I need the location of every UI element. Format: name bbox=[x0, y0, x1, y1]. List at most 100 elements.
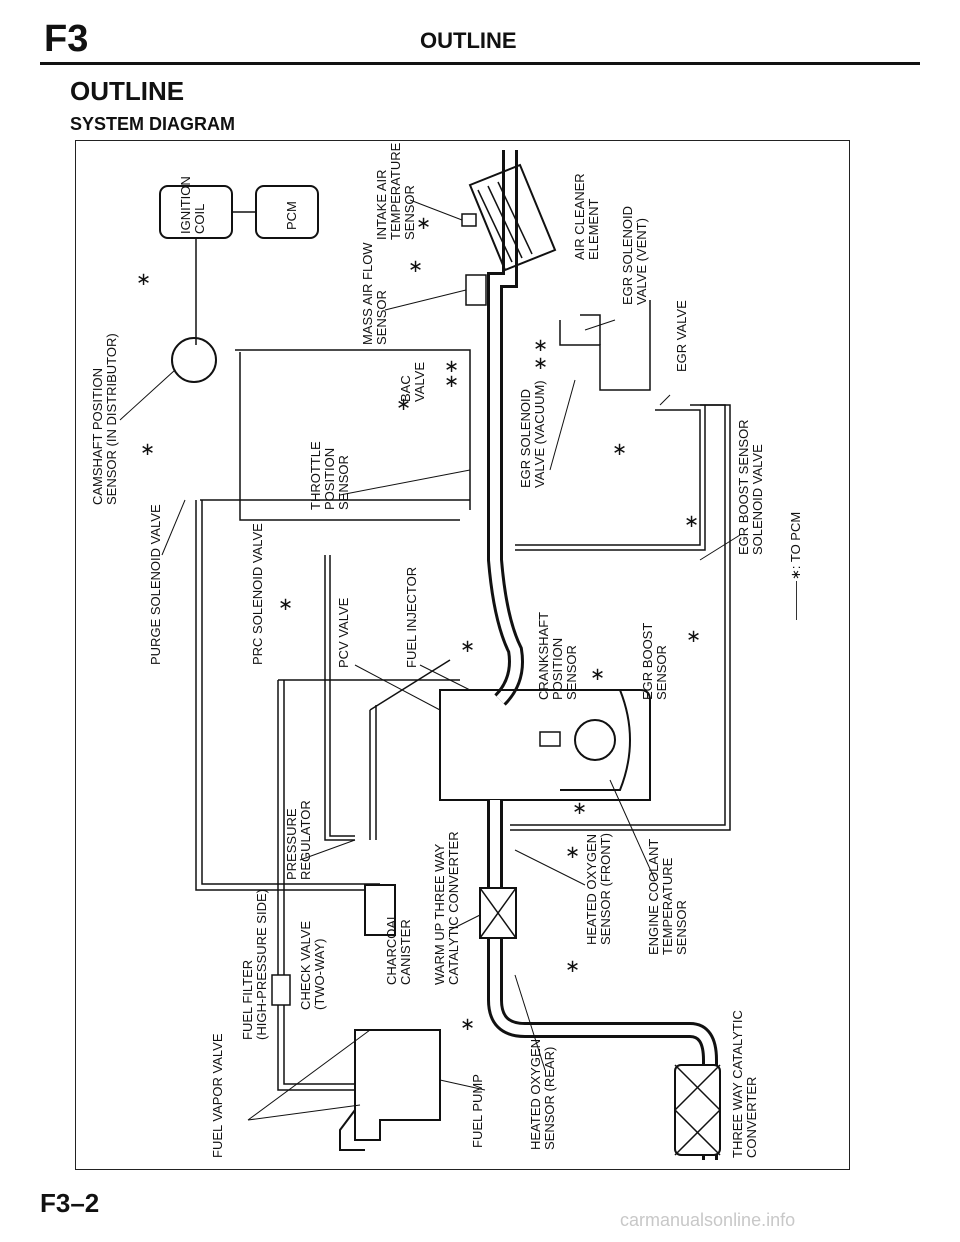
svg-text:∗: ∗ bbox=[533, 335, 548, 355]
svg-text:CRANKSHAFT: CRANKSHAFT bbox=[536, 612, 551, 700]
label-mass-air-flow-sensor: MASS AIR FLOW SENSOR bbox=[360, 242, 389, 345]
svg-text:SOLENOID VALVE: SOLENOID VALVE bbox=[750, 444, 765, 555]
svg-text:SENSOR (REAR): SENSOR (REAR) bbox=[542, 1047, 557, 1150]
fuel-filter-body bbox=[271, 974, 291, 1006]
svg-text:REGULATOR: REGULATOR bbox=[298, 800, 313, 880]
svg-text:———: ——— bbox=[788, 581, 803, 620]
header-rule bbox=[40, 62, 920, 65]
label-pressure-regulator: PRESSURE REGULATOR bbox=[284, 800, 313, 880]
label-heated-oxygen-sensor-rear: HEATED OXYGEN SENSOR (REAR) bbox=[528, 1039, 557, 1150]
svg-text:TEMPERATURE: TEMPERATURE bbox=[388, 142, 403, 240]
svg-text:FUEL VAPOR VALVE: FUEL VAPOR VALVE bbox=[210, 1033, 225, 1158]
svg-text:SENSOR (IN DISTRIBUTOR): SENSOR (IN DISTRIBUTOR) bbox=[104, 333, 119, 505]
fuel-tank bbox=[354, 1029, 441, 1141]
svg-text:∗: ∗ bbox=[460, 636, 475, 656]
svg-text:VALVE: VALVE bbox=[412, 362, 427, 402]
svg-text:INTAKE AIR: INTAKE AIR bbox=[374, 169, 389, 240]
ignition-coil-label: IGNITION COIL bbox=[178, 176, 207, 234]
header-title: OUTLINE bbox=[420, 28, 517, 53]
svg-text:POSITION: POSITION bbox=[322, 448, 337, 510]
svg-text:VALVE (VENT): VALVE (VENT) bbox=[634, 218, 649, 305]
label-three-way-catalytic-converter: THREE WAY CATALYTIC CONVERTER bbox=[730, 1010, 759, 1158]
svg-text:CAMSHAFT POSITION: CAMSHAFT POSITION bbox=[90, 368, 105, 505]
svg-text:HEATED OXYGEN: HEATED OXYGEN bbox=[584, 834, 599, 945]
svg-text:SENSOR: SENSOR bbox=[374, 290, 389, 345]
svg-text:CHECK VALVE: CHECK VALVE bbox=[298, 921, 313, 1010]
svg-text:PRESSURE: PRESSURE bbox=[284, 808, 299, 880]
svg-text:∗: ∗ bbox=[565, 842, 580, 862]
svg-text:ELEMENT: ELEMENT bbox=[586, 199, 601, 260]
section-code: F3 bbox=[44, 18, 89, 60]
svg-text:∗: ∗ bbox=[444, 371, 459, 391]
svg-text:PCV VALVE: PCV VALVE bbox=[336, 597, 351, 668]
svg-text:BAC: BAC bbox=[398, 375, 413, 402]
engine-block bbox=[439, 689, 651, 801]
label-prc-solenoid-valve: PRC SOLENOID VALVE bbox=[250, 523, 265, 665]
svg-text:FUEL PUMP: FUEL PUMP bbox=[470, 1074, 485, 1148]
svg-text:SENSOR: SENSOR bbox=[564, 645, 579, 700]
svg-text:PURGE SOLENOID VALVE: PURGE SOLENOID VALVE bbox=[148, 504, 163, 665]
section-title: OUTLINE bbox=[70, 76, 185, 106]
label-intake-air-temperature-sensor: INTAKE AIR TEMPERATURE SENSOR bbox=[374, 142, 417, 240]
label-engine-coolant-temperature-sensor: ENGINE COOLANT TEMPERATURE SENSOR bbox=[646, 839, 689, 955]
distributor bbox=[171, 337, 217, 383]
svg-text:PRC SOLENOID VALVE: PRC SOLENOID VALVE bbox=[250, 523, 265, 665]
label-egr-solenoid-valve-vent: EGR SOLENOID VALVE (VENT) bbox=[620, 206, 649, 305]
diagram-frame bbox=[75, 140, 850, 1170]
diagram-subtitle: SYSTEM DIAGRAM bbox=[70, 114, 236, 134]
page-number: F3–2 bbox=[40, 1188, 100, 1218]
svg-text:HEATED OXYGEN: HEATED OXYGEN bbox=[528, 1039, 543, 1150]
label-egr-valve: EGR VALVE bbox=[674, 300, 689, 372]
label-bac-valve: BAC VALVE bbox=[398, 362, 427, 402]
svg-text:CATALYTIC CONVERTER: CATALYTIC CONVERTER bbox=[446, 831, 461, 985]
svg-text:THROTTLE: THROTTLE bbox=[308, 441, 323, 510]
svg-text:∗: ∗ bbox=[140, 439, 155, 459]
label-warm-up-three-way-catalytic-converter: WARM UP THREE WAY CATALYTIC CONVERTER bbox=[432, 831, 461, 985]
pcm-input-markers: ∗ ∗ ∗ ∗ ∗ ∗ ∗ ∗ ∗ ∗ ∗ ∗ ∗ ∗ ∗ ∗ ∗ ∗ ∗ bbox=[136, 213, 701, 1034]
maf-sensor-body bbox=[465, 274, 487, 306]
label-fuel-filter: FUEL FILTER (HIGH-PRESSURE SIDE) bbox=[240, 889, 269, 1040]
label-throttle-position-sensor: THROTTLE POSITION SENSOR bbox=[308, 441, 351, 510]
svg-text:CONVERTER: CONVERTER bbox=[744, 1077, 759, 1158]
svg-text:∗: TO PCM: ∗: TO PCM bbox=[788, 512, 803, 580]
svg-text:EGR SOLENOID: EGR SOLENOID bbox=[518, 389, 533, 488]
svg-text:∗: ∗ bbox=[396, 394, 411, 414]
leader-lines bbox=[119, 199, 741, 1121]
svg-text:EGR VALVE: EGR VALVE bbox=[674, 300, 689, 372]
svg-text:SENSOR: SENSOR bbox=[654, 645, 669, 700]
svg-text:∗: ∗ bbox=[278, 594, 293, 614]
svg-text:(HIGH-PRESSURE SIDE): (HIGH-PRESSURE SIDE) bbox=[254, 889, 269, 1040]
svg-text:∗: ∗ bbox=[612, 439, 627, 459]
svg-text:WARM UP THREE WAY: WARM UP THREE WAY bbox=[432, 843, 447, 985]
svg-text:IGNITION: IGNITION bbox=[178, 176, 193, 234]
svg-text:EGR SOLENOID: EGR SOLENOID bbox=[620, 206, 635, 305]
label-charcoal-canister: CHARCOAL CANISTER bbox=[384, 913, 413, 985]
label-fuel-vapor-valve: FUEL VAPOR VALVE bbox=[210, 1033, 225, 1158]
intake-duct-inner bbox=[490, 150, 521, 704]
charcoal-canister bbox=[364, 884, 396, 936]
legend-to-pcm: ——— ∗: TO PCM bbox=[788, 512, 803, 620]
air-cleaner-housing bbox=[468, 163, 557, 272]
label-heated-oxygen-sensor-front: HEATED OXYGEN SENSOR (FRONT) bbox=[584, 833, 613, 945]
svg-text:∗: ∗ bbox=[533, 353, 548, 373]
svg-text:EGR BOOST SENSOR: EGR BOOST SENSOR bbox=[736, 419, 751, 555]
svg-text:PCM: PCM bbox=[284, 201, 299, 230]
svg-text:AIR CLEANER: AIR CLEANER bbox=[572, 173, 587, 260]
label-egr-solenoid-valve-vacuum: EGR SOLENOID VALVE (VACUUM) bbox=[518, 380, 547, 488]
svg-text:∗: ∗ bbox=[136, 269, 151, 289]
svg-text:∗: ∗ bbox=[565, 956, 580, 976]
label-air-cleaner-element: AIR CLEANER ELEMENT bbox=[572, 173, 601, 260]
label-egr-boost-sensor: EGR BOOST SENSOR bbox=[640, 623, 669, 700]
svg-text:∗: ∗ bbox=[460, 1014, 475, 1034]
intake-air-temp-sensor-body bbox=[461, 213, 477, 227]
label-check-valve: CHECK VALVE (TWO-WAY) bbox=[298, 921, 327, 1010]
label-fuel-pump: FUEL PUMP bbox=[470, 1074, 485, 1148]
label-pcv-valve: PCV VALVE bbox=[336, 597, 351, 668]
svg-text:FUEL FILTER: FUEL FILTER bbox=[240, 960, 255, 1040]
svg-text:FUEL INJECTOR: FUEL INJECTOR bbox=[404, 567, 419, 668]
svg-text:CANISTER: CANISTER bbox=[398, 919, 413, 985]
svg-text:∗: ∗ bbox=[686, 626, 701, 646]
svg-text:SENSOR (FRONT): SENSOR (FRONT) bbox=[598, 833, 613, 945]
svg-text:TEMPERATURE: TEMPERATURE bbox=[660, 857, 675, 955]
